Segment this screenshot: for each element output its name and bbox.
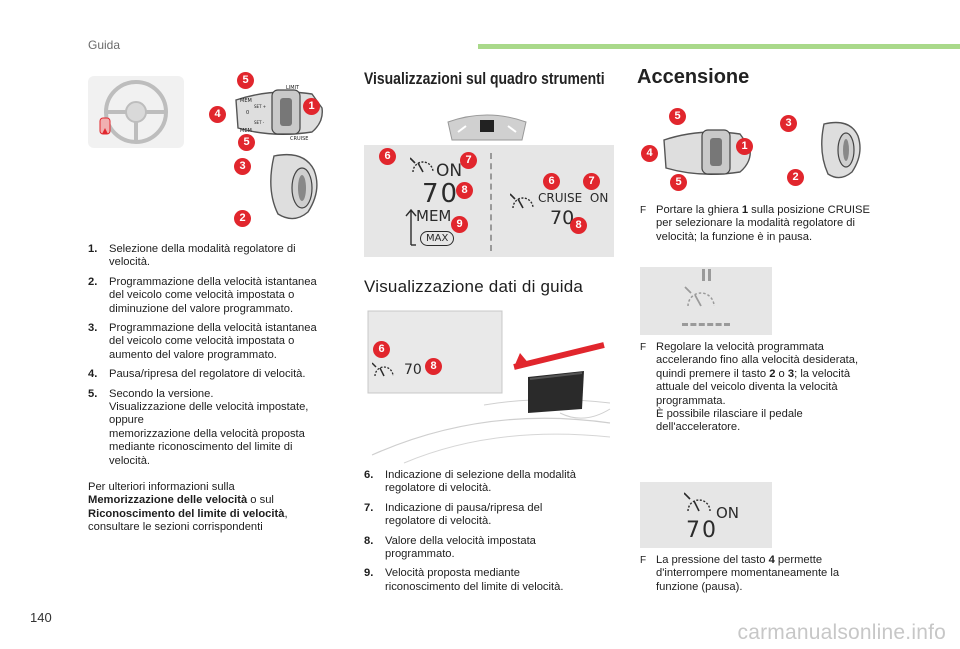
mem-arrow-icon [405, 208, 417, 246]
callout-1-right: 1 [736, 138, 753, 155]
set-speed-value: 70 [422, 179, 460, 209]
instrument-display-panel: ON 70 MEM MAX CRUISE ON 70 [364, 145, 614, 257]
callout-8c: 8 [425, 358, 442, 375]
callout-4-right: 4 [641, 145, 658, 162]
callout-6b: 6 [543, 173, 560, 190]
active-on-indicator: ON [716, 504, 740, 522]
list-item: 3.Programmazione della velocità istantan… [88, 322, 317, 361]
callout-9: 9 [451, 216, 468, 233]
stalk-set-plus-label: SET + [254, 104, 266, 109]
display-legend-list: 6.Indicazione di selezione della modalit… [364, 469, 614, 600]
list-item: 6.Indicazione di selezione della modalit… [364, 469, 576, 495]
callout-5-right-bottom: 5 [670, 174, 687, 191]
section-header: Guida [88, 38, 121, 52]
cruise-on-indicator: ON [436, 161, 463, 181]
speedometer-icon-3 [372, 362, 394, 377]
callout-2: 2 [234, 210, 251, 227]
paused-display-panel [640, 267, 772, 335]
section-title-instrument-panel: Visualizzazioni sul quadro strumenti [364, 69, 605, 88]
speedometer-paused-icon [684, 286, 715, 307]
callout-3: 3 [234, 158, 251, 175]
more-info-paragraph: Per ulteriori informazioni sulla Memoriz… [88, 481, 288, 534]
stalk-end-illustration-right [821, 121, 861, 179]
cruise-speed-value: 70 [550, 207, 575, 229]
mem-indicator: MEM [416, 207, 452, 225]
stalk-cruise-label: CRUISE [290, 136, 308, 142]
callout-8b: 8 [570, 217, 587, 234]
callout-6: 6 [379, 148, 396, 165]
steering-wheel-illustration [88, 76, 184, 148]
max-indicator: MAX [420, 231, 455, 246]
active-speed-value: 70 [686, 518, 718, 543]
callout-8: 8 [456, 182, 473, 199]
list-item: 1.Selezione della modalità regolatore di… [88, 243, 296, 269]
cruise-stalk-illustration: MEM LIMIT 0 SET + SET - MEM CRUISE [235, 85, 323, 142]
speedometer-active-icon [684, 492, 711, 512]
hud-speed-value: 70 [404, 362, 422, 378]
section-title-activation: Accensione [637, 66, 750, 88]
callout-6c: 6 [373, 341, 390, 358]
callout-5-right-top: 5 [669, 108, 686, 125]
list-item: 2.Programmazione della velocità istantan… [88, 275, 317, 315]
controls-legend-list: 1.Selezione della modalità regolatore di… [88, 243, 348, 474]
cruise-stalk-illustration-right [663, 129, 751, 175]
section-accent-bar [478, 44, 960, 49]
callout-5-top: 5 [237, 72, 254, 89]
pause-bar-left [702, 269, 705, 281]
stalk-mem-label-2: MEM [240, 128, 252, 134]
no-speed-dashes [682, 323, 730, 326]
list-item: 7.Indicazione di pausa/ripresa del regol… [364, 501, 543, 528]
stalk-end-illustration [270, 153, 318, 220]
watermark: carmanualsonline.info [737, 621, 946, 644]
pause-bar-right [708, 269, 711, 281]
stalk-mem-label: MEM [240, 98, 252, 104]
speedometer-icon [410, 157, 434, 173]
display-divider [490, 153, 492, 251]
list-item: 4.Pausa/ripresa del regolatore di veloci… [88, 368, 306, 381]
list-item: 8.Valore della velocità impostata progra… [364, 534, 536, 561]
section-title-driving-data: Visualizzazione dati di guida [364, 277, 584, 296]
callout-3-right: 3 [780, 115, 797, 132]
stalk-limit-label: LIMIT [286, 85, 300, 91]
active-display-panel: ON 70 [640, 482, 772, 548]
callout-2-right: 2 [787, 169, 804, 186]
instrument-cluster-icon [447, 114, 527, 141]
stalk-zero-label: 0 [246, 110, 249, 116]
callout-5-bottom: 5 [238, 134, 255, 151]
cruise-on-label: CRUISE ON [538, 191, 609, 205]
callout-4: 4 [209, 106, 226, 123]
head-up-display-illustration [367, 310, 611, 464]
stalk-set-minus-label: SET - [254, 120, 265, 125]
callout-7: 7 [460, 152, 477, 169]
list-item: 9.Velocità proposta mediante riconoscime… [364, 567, 564, 593]
callout-7b: 7 [583, 173, 600, 190]
page-number: 140 [30, 610, 52, 625]
speedometer-icon-2 [510, 193, 534, 209]
callout-1: 1 [303, 98, 320, 115]
list-item: 5.Secondo la versione. Visualizzazione d… [88, 387, 309, 467]
